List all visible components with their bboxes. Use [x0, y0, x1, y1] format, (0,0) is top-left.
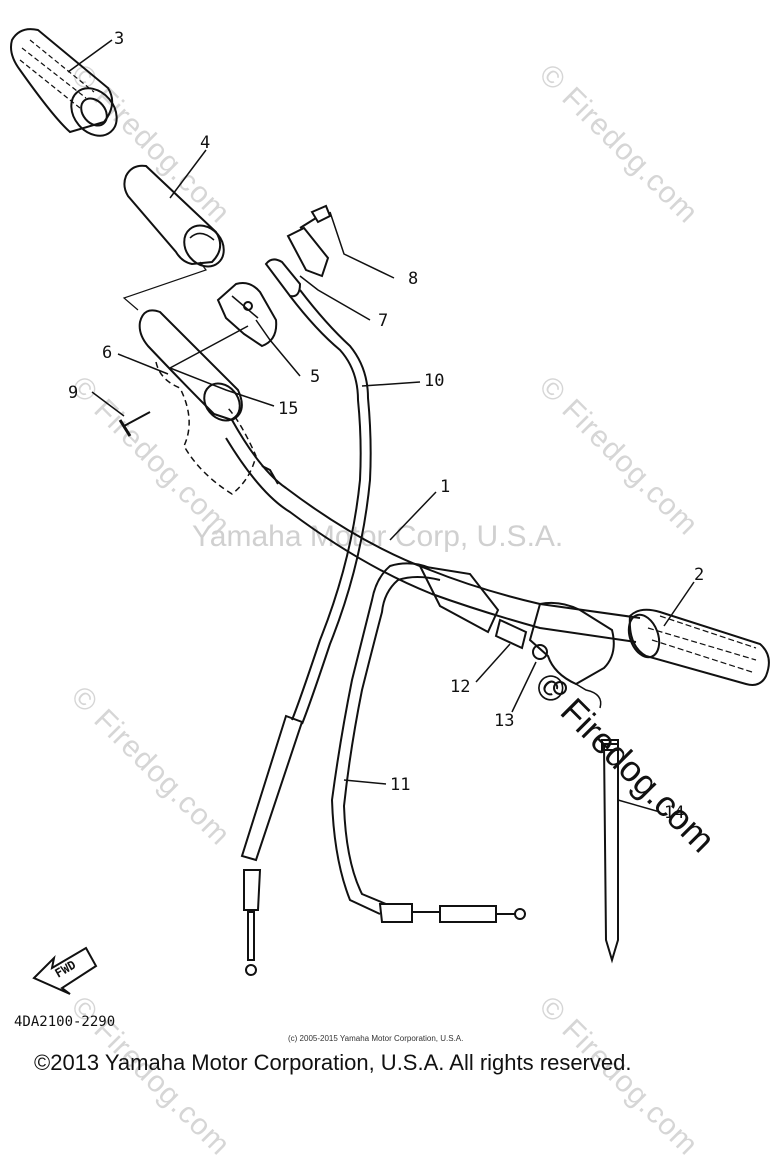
forward-arrow — [32, 946, 98, 995]
diagram-drawing: 1 2 3 4 5 6 7 8 9 10 11 12 13 14 15 FWD — [10, 28, 770, 995]
adjuster-12-13 — [494, 618, 548, 660]
fwd-label: FWD — [53, 958, 79, 981]
part-label-11: 11 — [390, 775, 410, 795]
part-label-3: 3 — [114, 29, 124, 49]
grip-right — [627, 608, 770, 686]
part-label-1: 1 — [440, 477, 450, 497]
part-label-14: 14 — [664, 803, 684, 823]
leader-lines — [67, 39, 695, 813]
part-label-4: 4 — [200, 133, 210, 153]
grip-left — [10, 28, 118, 137]
throttle-tube — [123, 164, 225, 268]
copyright-notice: ©2013 Yamaha Motor Corporation, U.S.A. A… — [34, 1050, 632, 1075]
cable-11 — [330, 562, 526, 923]
part-label-8: 8 — [408, 269, 418, 289]
cable-tie-14 — [601, 739, 619, 964]
screw-8 — [299, 204, 332, 229]
parts-diagram: © Firedog.com © Firedog.com © Firedog.co… — [10, 28, 770, 1162]
part-label-5: 5 — [310, 367, 320, 387]
throttle-housing — [216, 282, 278, 348]
part-label-10: 10 — [424, 371, 444, 391]
diagram-code: 4DA2100-2290 — [14, 1014, 116, 1030]
part-label-15: 15 — [278, 399, 298, 419]
cable-10 — [240, 289, 372, 976]
small-copyright: (c) 2005-2015 Yamaha Motor Corporation, … — [288, 1034, 464, 1043]
part-label-12: 12 — [450, 677, 470, 697]
part-label-2: 2 — [694, 565, 704, 585]
part-label-6: 6 — [102, 343, 112, 363]
part-label-13: 13 — [494, 711, 514, 731]
part-label-7: 7 — [378, 311, 388, 331]
part-label-9: 9 — [68, 383, 78, 403]
screw-9 — [118, 411, 151, 437]
handlebar — [225, 419, 641, 643]
left-lever-assembly — [138, 309, 257, 495]
part-number-labels: 1 2 3 4 5 6 7 8 9 10 11 12 13 14 15 FWD — [53, 29, 705, 981]
right-lever-holder — [528, 601, 615, 709]
lever-bracket-7 — [264, 226, 330, 298]
